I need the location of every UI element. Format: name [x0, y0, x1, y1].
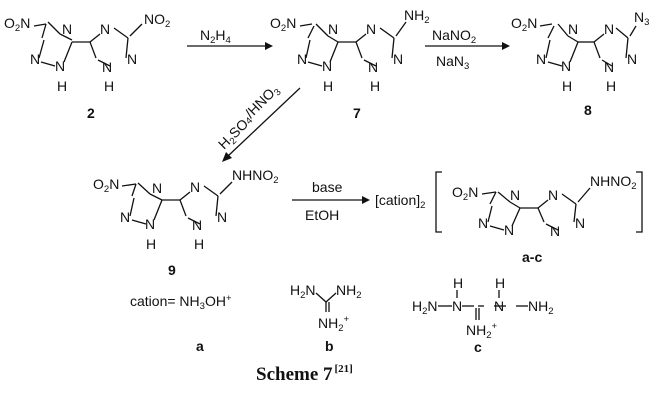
n3-label: N3	[634, 9, 649, 28]
atom-n: N	[536, 51, 546, 67]
amine-label: H2N	[412, 298, 438, 317]
atom-n: N	[102, 59, 112, 75]
atom-h: H	[562, 78, 572, 94]
atom-n: N	[550, 223, 560, 239]
o2n-label: O2N	[452, 184, 478, 203]
atom-n: N	[561, 58, 571, 74]
arrow-7-to-8: NaNO2 NaN3	[425, 27, 510, 72]
no2-label: NHNO2	[144, 11, 170, 30]
o2n-label: O2N	[270, 15, 296, 34]
nh2-label: NH2	[404, 7, 430, 26]
compound-label-8: 8	[584, 102, 592, 118]
reagent-nano2: NaNO2	[432, 27, 476, 46]
reagent-hydrazine: N2H4	[200, 27, 231, 46]
iminium-label: NH2+	[318, 314, 350, 334]
o2n-label: O2N	[4, 15, 30, 34]
amine-label: H2N	[290, 282, 316, 301]
atom-n: N	[192, 217, 202, 233]
label-b: b	[325, 338, 334, 354]
compound-label-2: 2	[87, 105, 95, 121]
atom-h: H	[104, 78, 114, 94]
atom-h: H	[57, 78, 67, 94]
compound-8: O2N N N N H N N N H N3 8	[511, 9, 649, 118]
atom-n: N	[322, 58, 332, 74]
atom-n: N	[627, 51, 637, 67]
atom-h: H	[194, 236, 204, 252]
reagent-h2so4-hno3: H2SO24/HNO3	[213, 81, 286, 154]
atom-n: N	[393, 51, 403, 67]
compound-label-7: 7	[353, 105, 361, 121]
atom-h: H	[453, 275, 463, 291]
o2n-label: O2N	[93, 176, 119, 195]
atom-n: N	[217, 209, 227, 225]
atom-n: N	[145, 216, 155, 232]
compound-9: O2N N N N H N N N H NHNO2 9	[93, 167, 279, 278]
atom-n: N	[30, 51, 40, 67]
salt-anion: O2N N N N N N N NHNO2 a-c	[435, 171, 643, 265]
atom-n: N	[494, 298, 504, 314]
atom-n: N	[510, 187, 520, 203]
reagent-base: base	[312, 179, 343, 195]
amine-label: NH2	[528, 298, 554, 317]
cation-bracket-label: [cation]2	[375, 192, 425, 211]
atom-n: N	[504, 222, 514, 238]
atom-n: N	[62, 21, 72, 37]
iminium-label: NH2+	[466, 321, 498, 341]
atom-n: N	[548, 187, 558, 203]
atom-n: N	[100, 21, 110, 37]
arrow-7-to-9: H2SO24/HNO3	[213, 81, 301, 162]
amine-label: NH2	[336, 282, 362, 301]
atom-n: N	[452, 298, 462, 314]
reagent-nan3: NaN3	[436, 53, 469, 72]
atom-n: N	[297, 51, 307, 67]
compound-label-9: 9	[168, 262, 176, 278]
atom-n: N	[604, 59, 614, 75]
atom-n: N	[328, 21, 338, 37]
atom-n: N	[366, 21, 376, 37]
atom-h: H	[495, 275, 505, 291]
atom-n: N	[152, 180, 162, 196]
scheme-caption: Scheme 7[21]	[256, 363, 353, 385]
atom-n: N	[55, 58, 65, 74]
atom-h: H	[606, 78, 616, 94]
o2n-label: O2N	[511, 15, 537, 34]
reagent-etoh: EtOH	[305, 207, 339, 223]
label-a: a	[196, 338, 204, 354]
arrow-9-to-salts: base EtOH	[292, 179, 370, 223]
nhno2-label: NHNO2	[590, 173, 637, 192]
atom-n: N	[368, 59, 378, 75]
atom-n: N	[127, 51, 137, 67]
atom-n: N	[190, 179, 200, 195]
atom-h: H	[370, 78, 380, 94]
nhno2-label: NHNO2	[232, 167, 279, 186]
compound-label-a-c: a-c	[522, 249, 542, 265]
compound-2: O2N N N N H N N N H NHNO2 2	[4, 11, 170, 121]
atom-n: N	[575, 215, 585, 231]
compound-7: O2N N N N H N N N H NH2 7	[270, 7, 430, 121]
atom-n: N	[604, 21, 614, 37]
atom-n: N	[120, 209, 130, 225]
arrow-2-to-7: N2H4	[187, 27, 273, 50]
cation-hydroxylammonium: cation= NH3OH+	[130, 293, 232, 312]
atom-h: H	[323, 78, 333, 94]
label-c: c	[474, 339, 482, 355]
atom-h: H	[146, 236, 156, 252]
atom-n: N	[568, 21, 578, 37]
cation-legend: cation= NH3OH+ a H2N NH2 NH2+ b H2N N H …	[130, 275, 554, 355]
atom-n: N	[478, 215, 488, 231]
